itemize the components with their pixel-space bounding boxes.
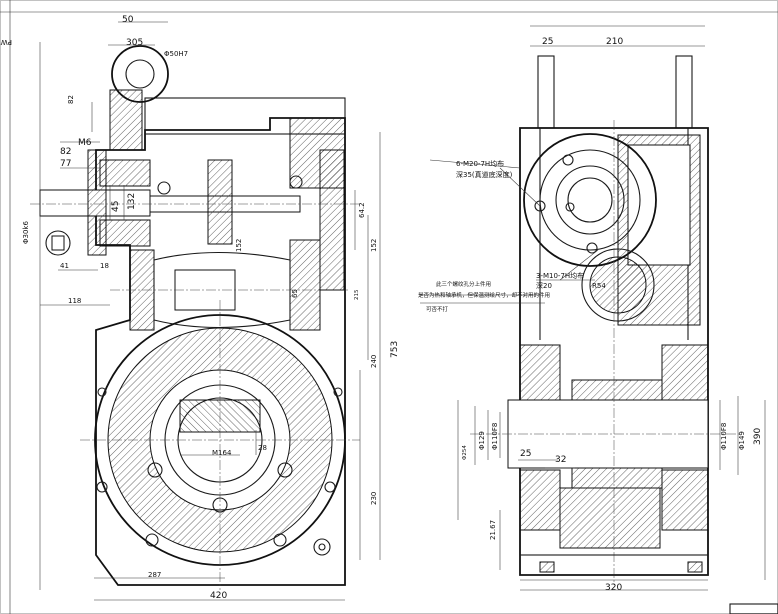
dim-65: 65 — [291, 289, 299, 298]
dim-254: Φ254 — [462, 445, 468, 460]
dim-64: 64.2 — [358, 202, 366, 218]
dim-110f8: Φ110F8 — [720, 423, 728, 450]
dim-2167: 21.67 — [489, 520, 497, 540]
dim-152: 152 — [235, 239, 243, 252]
dim-129: Φ129 — [478, 431, 486, 450]
side-view-dimensions: 25 210 25 32 390 320 21.67 R54 Φ254 Φ110… — [418, 37, 763, 593]
dim-82a: 82 — [67, 95, 75, 104]
dim-77: 77 — [60, 159, 71, 169]
side-view — [420, 25, 766, 591]
dim-287: 287 — [148, 571, 161, 579]
dim-25b: 25 — [520, 449, 531, 459]
dim-420: 420 — [210, 591, 227, 601]
dim-r54: R54 — [592, 282, 606, 290]
note-optional: 可否不打 — [426, 305, 449, 313]
dim-18: 18 — [100, 262, 109, 270]
dim-32: 32 — [555, 455, 566, 465]
note-depth-20: 深20 — [536, 281, 552, 290]
dim-215: 215 — [354, 289, 360, 300]
dim-305: 305 — [126, 38, 143, 48]
drawing-number: PW75-220-00 — [0, 38, 12, 46]
note-threaded-holes: 此三个螺纹孔分上件用 — [436, 280, 491, 288]
dim-118: 118 — [68, 297, 81, 305]
dim-m6: M6 — [78, 138, 92, 148]
front-view — [30, 21, 381, 601]
dim-25: 25 — [542, 37, 553, 47]
dim-390: 390 — [753, 428, 763, 445]
dim-45: 45 — [111, 201, 121, 212]
dim-50h7: Φ50H7 — [164, 50, 188, 58]
dim-149: Φ149 — [738, 431, 746, 450]
note-bearing: 是否为热和轴承机，但保温测绘尺寸，却不对用的件用 — [418, 291, 550, 299]
front-view-dimensions: 50 305 Φ50H7 82 82 M6 77 45 132 Φ30k6 41… — [22, 15, 400, 601]
dim-753: 753 — [390, 341, 400, 358]
title-block — [729, 603, 778, 614]
note-depth-35: 深35(真道底深度) — [456, 170, 513, 179]
dim-132: 132 — [127, 193, 137, 210]
dim-41: 41 — [60, 262, 69, 270]
dim-50: 50 — [122, 15, 134, 25]
dim-28: 28 — [258, 444, 267, 452]
dim-164: M164 — [212, 449, 232, 457]
dim-82b: 82 — [60, 147, 71, 157]
dim-230: 230 — [370, 492, 378, 505]
svg-text:PW75-220-00: PW75-220-00 — [0, 38, 12, 46]
dim-210: 210 — [606, 37, 623, 47]
note-3-m10: 3-M10-7H均布 — [536, 271, 584, 280]
dim-110f8b: Φ110F8 — [491, 423, 499, 450]
dim-320: 320 — [605, 583, 622, 593]
dim-152r: 152 — [370, 239, 378, 252]
note-6-m20: 6-M20-7H均布 — [456, 159, 504, 168]
dim-240: 240 — [370, 355, 378, 368]
dim-30: Φ30k6 — [22, 221, 30, 244]
